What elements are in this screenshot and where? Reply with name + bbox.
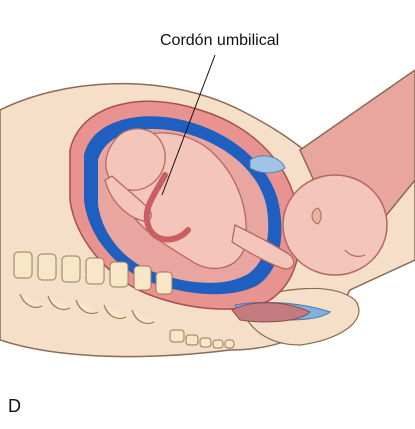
fetus-ear	[312, 208, 321, 224]
fetus-head	[283, 175, 387, 275]
panel-letter: D	[8, 396, 21, 417]
umbilical-cord-label: Cordón umbilical	[160, 32, 279, 50]
